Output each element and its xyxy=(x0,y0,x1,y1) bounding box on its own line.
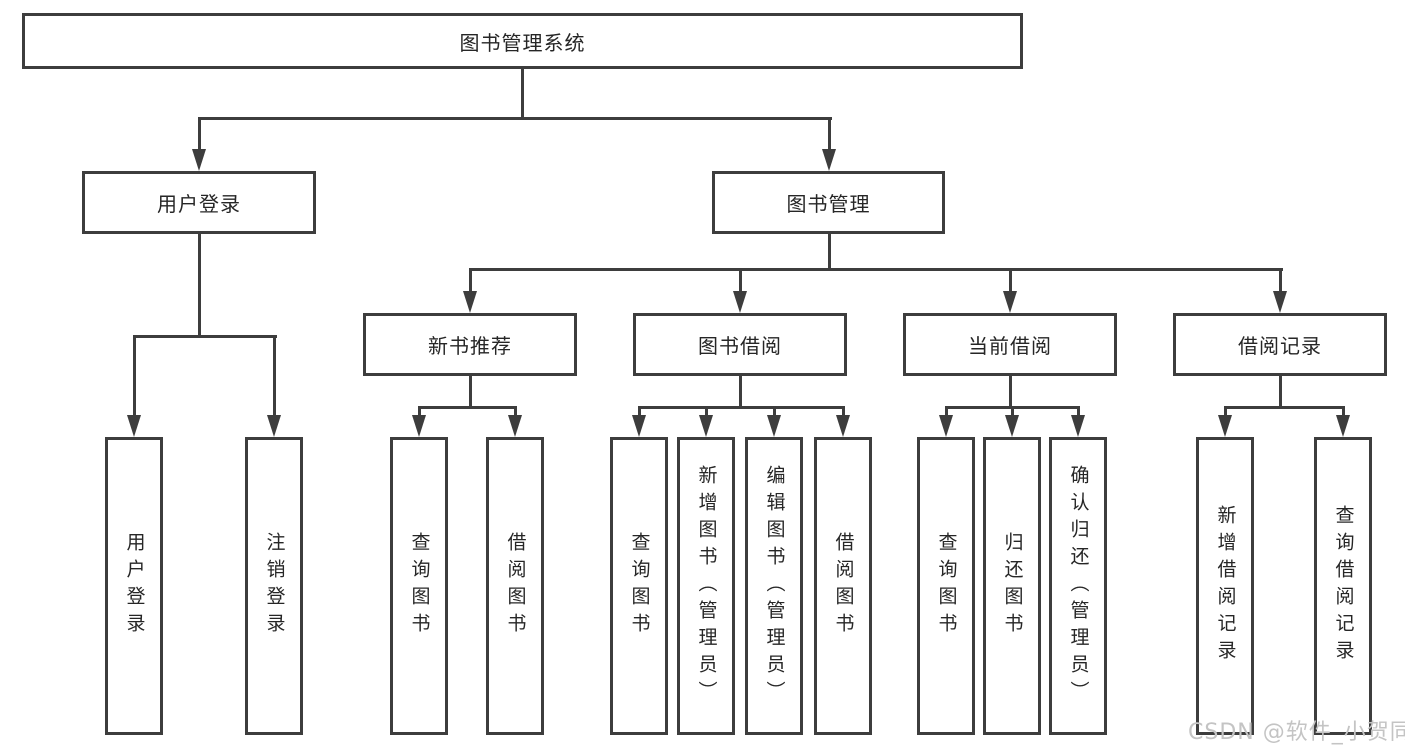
node-borrowing-records: 借阅记录 xyxy=(1173,313,1387,376)
leaf-logout: 注销登录 xyxy=(245,437,303,735)
leaf-add-book-admin: 新增图书（管理员） xyxy=(677,437,735,735)
leaf-return-book: 归还图书 xyxy=(983,437,1041,735)
connector-level3-bus xyxy=(468,268,1283,271)
arrow-new-book-recommend xyxy=(463,291,477,313)
arrow-borrow-books-2 xyxy=(836,415,850,437)
connector-borrowing-records-drop xyxy=(1278,375,1282,409)
node-library-system-label: 图书管理系统 xyxy=(459,30,586,55)
connector-stem-current-borrowing xyxy=(1008,268,1012,291)
arrow-query-books-1 xyxy=(412,415,426,437)
arrow-edit-book xyxy=(767,415,781,437)
leaf-query-books-3-label: 查询图书 xyxy=(935,532,958,640)
leaf-query-books-1-label: 查询图书 xyxy=(408,532,431,640)
leaf-query-borrow-record: 查询借阅记录 xyxy=(1314,437,1372,735)
connector-root-drop xyxy=(520,68,524,120)
connector-stem-borrow-books-1 xyxy=(513,406,517,415)
leaf-edit-book-admin-label: 编辑图书（管理员） xyxy=(763,464,786,708)
connector-stem-query-borrow-record xyxy=(1341,406,1345,415)
connector-stem-book-borrowing xyxy=(738,268,742,291)
leaf-confirm-return-admin: 确认归还（管理员） xyxy=(1049,437,1107,735)
leaf-query-books-1: 查询图书 xyxy=(390,437,448,735)
connector-current-borrowing-drop xyxy=(1008,375,1012,409)
connector-stem-book-management xyxy=(827,117,831,149)
leaf-add-borrow-record: 新增借阅记录 xyxy=(1196,437,1254,735)
arrow-borrowing-records xyxy=(1273,291,1287,313)
node-user-login-label: 用户登录 xyxy=(157,192,241,216)
leaf-borrow-books-2: 借阅图书 xyxy=(814,437,872,735)
node-library-system: 图书管理系统 xyxy=(22,13,1023,69)
leaf-logout-label: 注销登录 xyxy=(263,532,286,640)
connector-stem-borrow-books-2 xyxy=(841,406,845,415)
node-user-login: 用户登录 xyxy=(82,171,316,234)
arrow-query-books-2 xyxy=(632,415,646,437)
node-current-borrowing-label: 当前借阅 xyxy=(968,334,1052,358)
connector-stem-add-book xyxy=(704,406,708,415)
leaf-borrow-books-1-label: 借阅图书 xyxy=(504,532,527,640)
connector-stem-leaf-logout xyxy=(272,335,276,415)
node-book-borrowing: 图书借阅 xyxy=(633,313,847,376)
connector-stem-query-books-3 xyxy=(944,406,948,415)
leaf-user-login-label: 用户登录 xyxy=(123,532,146,640)
arrow-leaf-user-login xyxy=(127,415,141,437)
arrow-return-book xyxy=(1005,415,1019,437)
connector-stem-new-book-recommend xyxy=(468,268,472,291)
connector-stem-query-books-1 xyxy=(417,406,421,415)
connector-borrowing-records-bus xyxy=(1223,406,1345,409)
leaf-borrow-books-1: 借阅图书 xyxy=(486,437,544,735)
connector-user-login-drop xyxy=(197,233,201,338)
connector-stem-leaf-user-login xyxy=(132,335,136,415)
node-new-book-recommend: 新书推荐 xyxy=(363,313,577,376)
leaf-query-books-3: 查询图书 xyxy=(917,437,975,735)
connector-book-borrowing-drop xyxy=(738,375,742,409)
arrow-current-borrowing xyxy=(1003,291,1017,313)
arrow-query-books-3 xyxy=(939,415,953,437)
leaf-query-books-2-label: 查询图书 xyxy=(628,532,651,640)
connector-book-borrowing-bus xyxy=(637,406,845,409)
leaf-add-book-admin-label: 新增图书（管理员） xyxy=(695,464,718,708)
leaf-confirm-return-admin-label: 确认归还（管理员） xyxy=(1067,464,1090,708)
arrow-leaf-logout xyxy=(267,415,281,437)
connector-stem-add-borrow-record xyxy=(1223,406,1227,415)
node-current-borrowing: 当前借阅 xyxy=(903,313,1117,376)
watermark: CSDN @软件_小贺同学 xyxy=(1188,720,1405,745)
connector-stem-query-books-2 xyxy=(637,406,641,415)
arrow-user-login xyxy=(192,149,206,171)
connector-book-management-drop xyxy=(827,232,831,271)
node-book-management-label: 图书管理 xyxy=(786,192,871,216)
leaf-user-login: 用户登录 xyxy=(105,437,163,735)
node-book-borrowing-label: 图书借阅 xyxy=(698,334,782,358)
leaf-query-books-2: 查询图书 xyxy=(610,437,668,735)
connector-stem-user-login xyxy=(197,117,201,149)
connector-stem-return-book xyxy=(1010,406,1014,415)
arrow-borrow-books-1 xyxy=(508,415,522,437)
connector-stem-confirm-return xyxy=(1076,406,1080,415)
arrow-confirm-return xyxy=(1071,415,1085,437)
connector-stem-edit-book xyxy=(772,406,776,415)
arrow-add-borrow-record xyxy=(1218,415,1232,437)
leaf-borrow-books-2-label: 借阅图书 xyxy=(832,532,855,640)
leaf-return-book-label: 归还图书 xyxy=(1001,532,1024,640)
leaf-edit-book-admin: 编辑图书（管理员） xyxy=(745,437,803,735)
arrow-query-borrow-record xyxy=(1336,415,1350,437)
arrow-book-management xyxy=(822,149,836,171)
node-new-book-recommend-label: 新书推荐 xyxy=(428,334,512,358)
connector-new-book-recommend-drop xyxy=(468,375,472,409)
connector-user-login-bus xyxy=(132,335,277,338)
node-borrowing-records-label: 借阅记录 xyxy=(1238,334,1322,358)
connector-new-book-recommend-bus xyxy=(417,406,517,409)
connector-stem-borrowing-records xyxy=(1278,268,1282,291)
arrow-book-borrowing xyxy=(733,291,747,313)
leaf-query-borrow-record-label: 查询借阅记录 xyxy=(1332,505,1355,667)
leaf-add-borrow-record-label: 新增借阅记录 xyxy=(1214,505,1237,667)
connector-level2-bus xyxy=(197,117,832,120)
node-book-management: 图书管理 xyxy=(712,171,945,234)
arrow-add-book xyxy=(699,415,713,437)
